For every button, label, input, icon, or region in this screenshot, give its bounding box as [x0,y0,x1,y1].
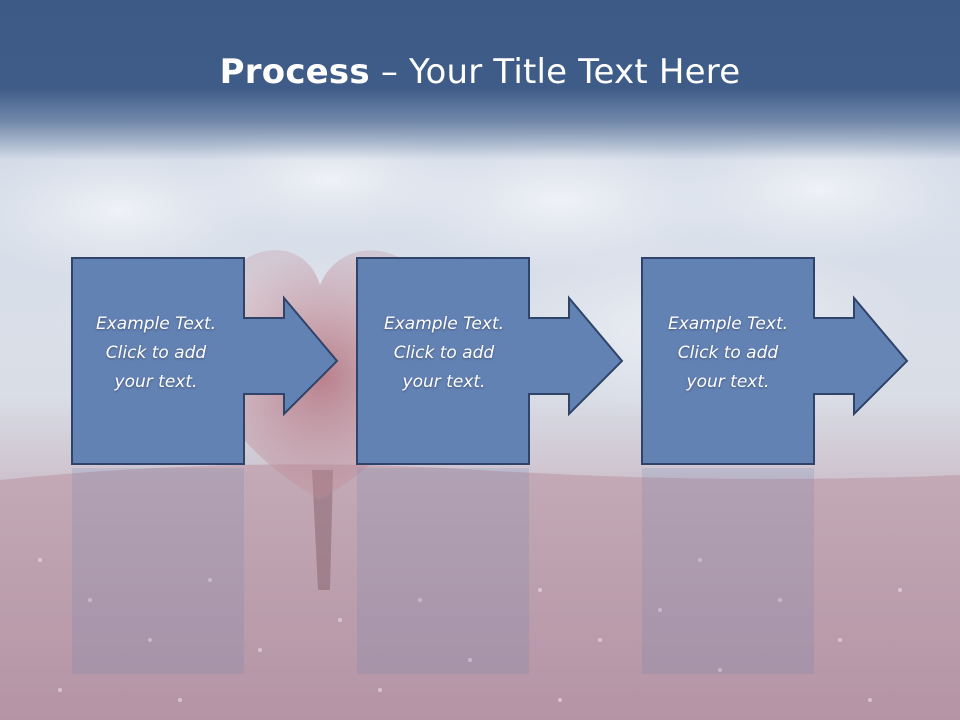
step-1-reflection [72,468,244,674]
step-2-line-1: Example Text. [383,314,505,334]
step-3-line-1: Example Text. [667,314,789,334]
step-1-arrow-shape [71,257,339,465]
step-2-text[interactable]: Example Text. Click to add your text. [364,310,524,397]
step-1-text[interactable]: Example Text. Click to add your text. [76,310,236,397]
title-text: Your Title Text Here [409,52,741,92]
step-2-line-2: Click to add [393,343,495,363]
process-step-3[interactable] [632,248,932,674]
step-3-line-3: your text. [686,372,770,392]
step-3-arrow-shape [641,257,909,465]
step-1-line-2: Click to add [105,343,207,363]
step-1-line-1: Example Text. [95,314,217,334]
step-3-text[interactable]: Example Text. Click to add your text. [648,310,808,397]
step-2-reflection [357,468,529,674]
step-3-line-2: Click to add [677,343,779,363]
step-2-line-3: your text. [402,372,486,392]
process-step-1[interactable] [62,248,362,674]
slide-title[interactable]: Process – Your Title Text Here [0,52,960,92]
step-1-line-3: your text. [114,372,198,392]
step-2-arrow-shape [356,257,624,465]
title-band [0,0,960,160]
process-step-2[interactable] [347,248,647,674]
step-3-reflection [642,468,814,674]
title-separator: – [380,52,399,92]
title-bold-word: Process [219,52,370,92]
